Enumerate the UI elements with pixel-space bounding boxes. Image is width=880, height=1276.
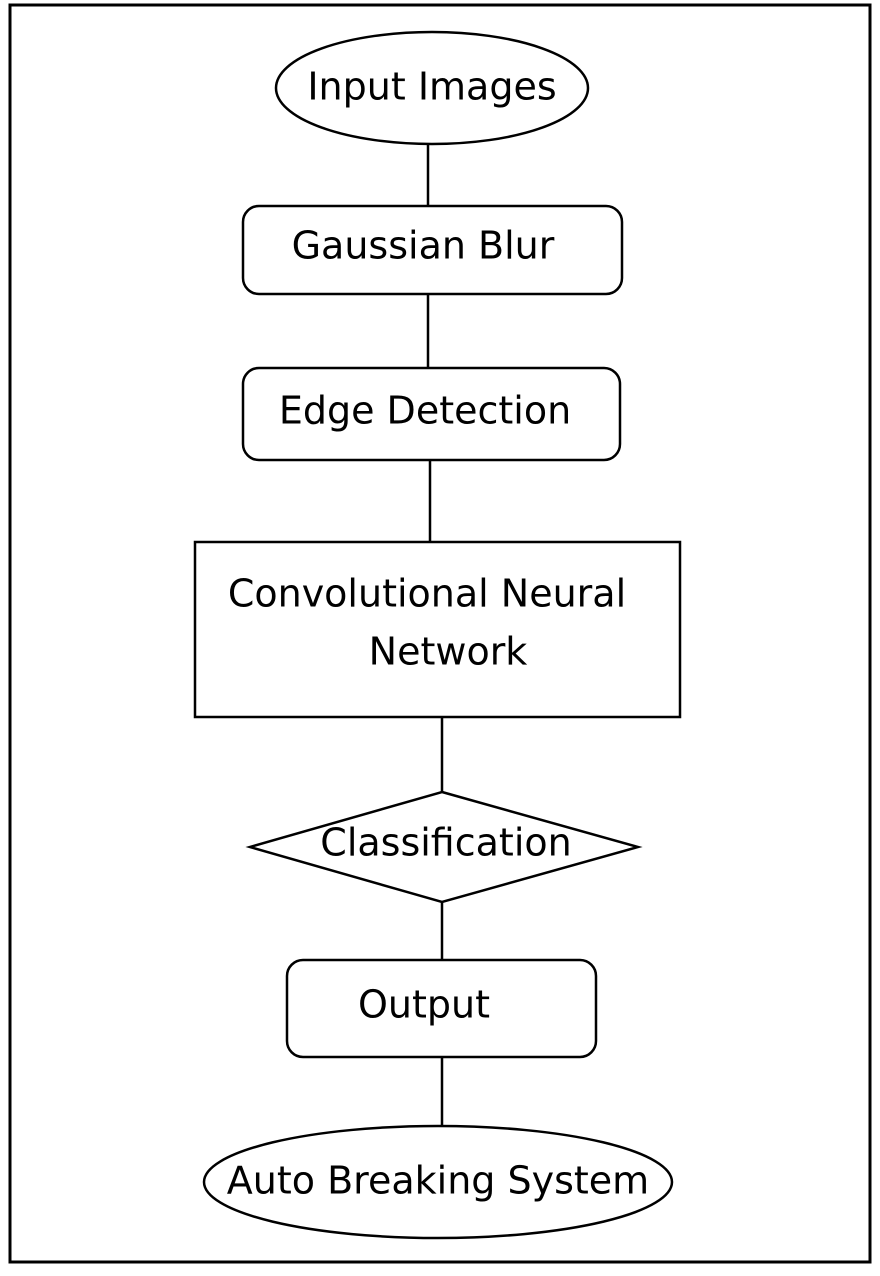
output-shape <box>285 958 598 1059</box>
node-auto-breaking-system: Auto Breaking System <box>202 1124 674 1240</box>
node-edge-detection: Edge Detection <box>241 366 622 462</box>
cnn-label-line1: Convolutional Neural <box>228 572 626 616</box>
classification-shape <box>245 790 643 904</box>
output-label: Output <box>358 983 490 1027</box>
node-cnn: Convolutional Neural Network <box>193 540 682 719</box>
connectors <box>426 144 444 1126</box>
input-images-shape <box>274 30 590 146</box>
cnn-shape <box>193 540 682 719</box>
cnn-label-line2: Network <box>369 630 528 674</box>
classification-label: Classification <box>320 821 571 865</box>
input-images-label: Input Images <box>307 65 556 109</box>
edge-detection-shape <box>241 366 622 462</box>
auto-breaking-system-label: Auto Breaking System <box>227 1159 649 1203</box>
node-input-images: Input Images <box>274 30 590 146</box>
edge-detection-label: Edge Detection <box>279 389 571 433</box>
auto-breaking-system-shape <box>202 1124 674 1240</box>
gaussian-blur-shape <box>241 204 624 296</box>
node-output: Output <box>285 958 598 1059</box>
gaussian-blur-label: Gaussian Blur <box>292 224 555 268</box>
node-classification: Classification <box>245 790 643 904</box>
node-gaussian-blur: Gaussian Blur <box>241 204 624 296</box>
